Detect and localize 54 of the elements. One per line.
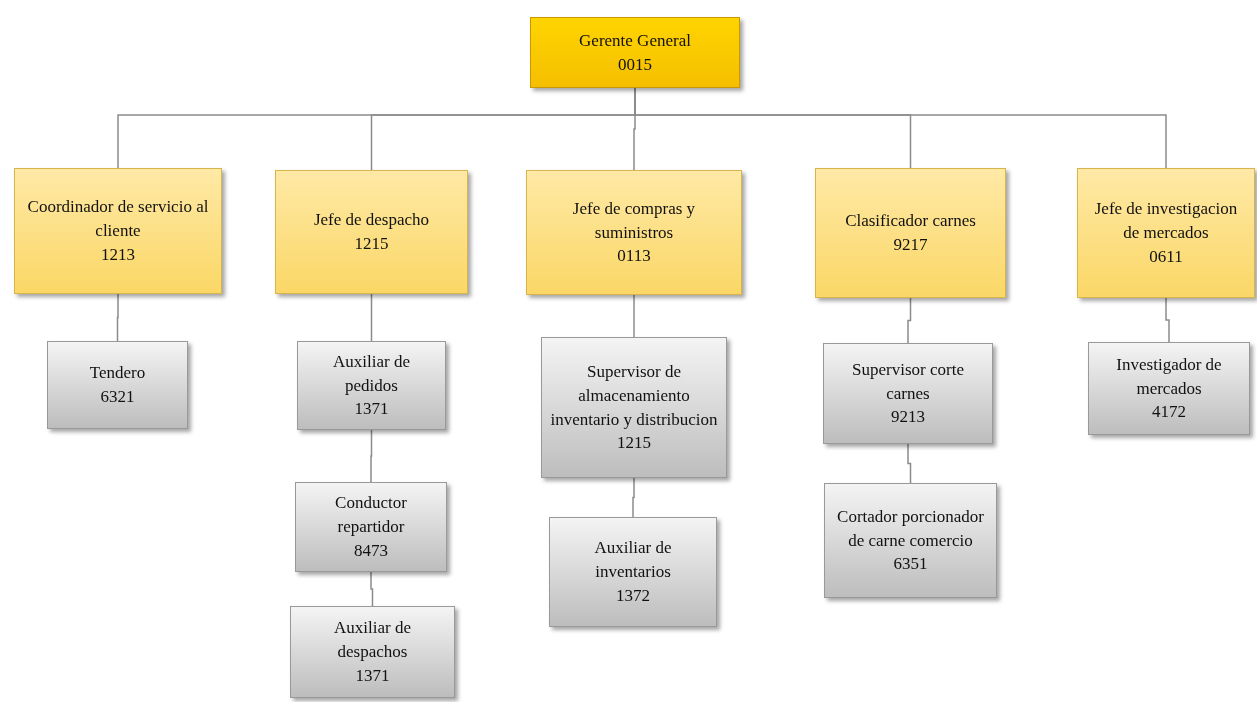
position-box	[275, 170, 468, 294]
connector-line	[632, 477, 635, 518]
position-title: Cortador porcionador de carne comercio	[836, 505, 985, 552]
connector-line	[370, 293, 373, 342]
position-code: 1215	[354, 233, 389, 255]
position-title: Supervisor corte carnes	[851, 358, 965, 405]
position-box	[295, 482, 447, 572]
position-box	[14, 168, 222, 294]
connector-line	[1165, 297, 1170, 343]
connector-line	[370, 571, 374, 607]
position-code: 9217	[893, 234, 928, 256]
position-code: 1213	[101, 243, 135, 266]
position-code: 1372	[616, 584, 650, 607]
position-code: 0611	[1149, 245, 1183, 268]
position-title: Coordinador de servicio al cliente	[26, 196, 210, 243]
position-box	[297, 341, 446, 430]
connector-line	[907, 297, 912, 344]
position-box	[823, 343, 993, 444]
position-title: Conductor repartidor	[334, 492, 408, 539]
position-title: Tendero	[89, 362, 146, 385]
position-title: Jefe de compras y suministros	[571, 197, 697, 244]
position-code: 1215	[617, 432, 651, 455]
position-box	[1088, 342, 1250, 435]
connector-line	[116, 293, 119, 342]
position-box	[824, 483, 997, 598]
position-title: Investigador de mercados	[1115, 353, 1223, 400]
position-title: Auxiliar de inventarios	[593, 537, 673, 584]
position-box	[530, 17, 740, 88]
connector-line	[633, 294, 635, 338]
position-title: Auxiliar de pedidos	[332, 350, 411, 397]
position-title: Supervisor de almacenamiento inventario y distribucion	[550, 360, 718, 431]
position-title: Jefe de despacho	[313, 209, 430, 232]
position-title: Gerente General	[579, 29, 691, 52]
position-title: Auxiliar de despachos	[333, 617, 412, 664]
position-code: 8473	[354, 539, 388, 562]
position-code: 1371	[355, 664, 390, 687]
position-code: 1371	[354, 398, 389, 421]
position-code: 0113	[617, 245, 651, 268]
position-box	[1077, 168, 1255, 298]
position-box	[290, 606, 455, 698]
position-box	[541, 337, 727, 478]
position-box	[526, 170, 742, 295]
position-code: 0015	[618, 53, 652, 76]
position-title: Clasificador carnes	[845, 210, 976, 233]
position-box	[47, 341, 188, 429]
position-code: 4172	[1152, 401, 1186, 424]
position-box	[549, 517, 717, 627]
position-code: 9213	[891, 406, 925, 429]
position-code: 6351	[893, 553, 928, 576]
position-box	[815, 168, 1006, 298]
connector-line	[907, 443, 912, 484]
connector-line	[370, 429, 373, 483]
position-code: 6321	[100, 386, 135, 408]
position-title: Jefe de investigacion de mercados	[1093, 198, 1239, 245]
